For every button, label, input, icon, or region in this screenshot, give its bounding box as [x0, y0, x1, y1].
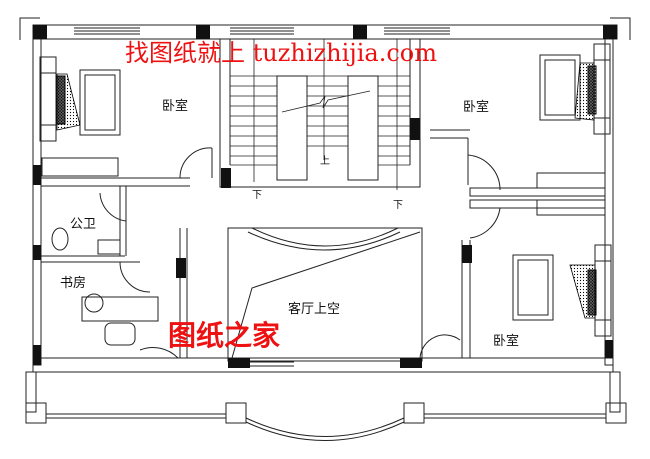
room-label-bathroom: 公卫	[70, 217, 97, 232]
room-label-study: 书房	[60, 276, 87, 291]
room-label-bedroom-ne: 卧室	[463, 100, 490, 115]
watermark-top: 找图纸就上 tuzhizhijia.com	[125, 39, 437, 67]
stair-up-label: 上	[320, 156, 330, 167]
watermark-middle: 图纸之家	[168, 319, 281, 352]
stair-down-label-left: 下	[252, 190, 262, 201]
room-label-living-void: 客厅上空	[288, 302, 341, 317]
stair-down-label-right: 下	[393, 200, 403, 211]
room-label-bedroom-nw: 卧室	[162, 99, 189, 114]
room-label-bedroom-se: 卧室	[493, 334, 520, 349]
